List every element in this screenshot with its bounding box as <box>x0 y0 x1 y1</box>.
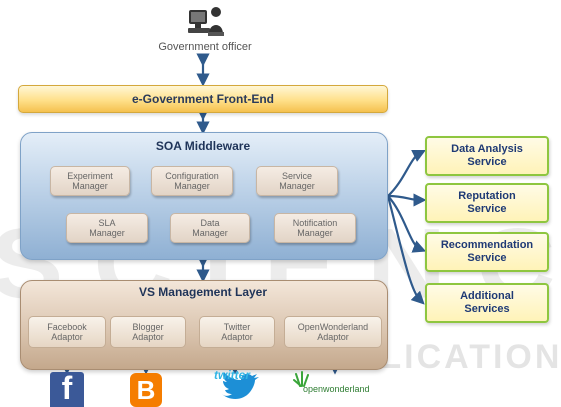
openwonderland-logo-icon <box>293 371 309 387</box>
frontend-box: e-Government Front-End <box>18 85 388 113</box>
arrow-soa-recommendation <box>387 195 427 253</box>
blogger-logo-icon: B <box>130 373 162 407</box>
arrow-soa-data-analysis <box>387 150 426 197</box>
twitter-wordmark: twitter <box>214 368 250 382</box>
arrow-soa-additional <box>386 195 425 305</box>
frontend-label: e-Government Front-End <box>131 92 274 106</box>
twitter-bird-icon <box>222 372 259 399</box>
openwonderland-wordmark: openwonderland <box>303 384 370 394</box>
officer-label: Government officer <box>158 41 252 53</box>
facebook-logo-icon: f <box>50 372 84 407</box>
person-at-computer-icon <box>188 7 224 36</box>
vs-management-layer-title: VS Management Layer <box>138 285 268 299</box>
arrow-soa-reputation <box>387 193 427 207</box>
soa-middleware-title: SOA Middleware <box>155 139 251 153</box>
